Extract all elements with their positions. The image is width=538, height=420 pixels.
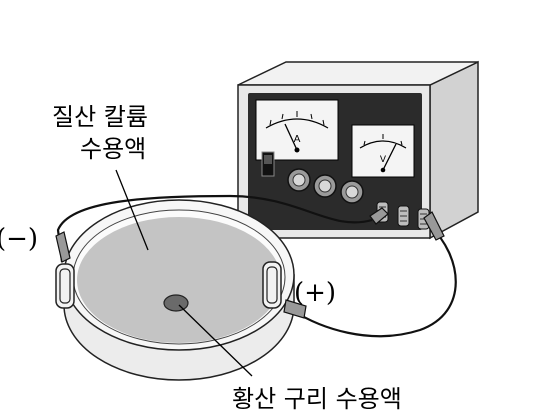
kno3-leader-line (115, 169, 149, 251)
power-supply: A V (237, 60, 479, 240)
ammeter: A (255, 99, 339, 161)
kno3-solution (77, 217, 281, 343)
voltmeter-unit-label: V (380, 155, 387, 165)
knob-2 (313, 174, 337, 198)
knob-1 (287, 168, 311, 192)
power-switch (261, 151, 275, 177)
right-clip (262, 261, 282, 309)
positive-wire (291, 225, 457, 338)
knob-3 (340, 180, 364, 204)
voltmeter: V (351, 124, 415, 178)
petri-dish (63, 199, 295, 381)
cuso4-label: 황산 구리 수용액 (232, 385, 402, 413)
positive-sign-label: (+) (294, 278, 337, 308)
terminal-2 (397, 205, 410, 227)
ammeter-unit-label: A (294, 134, 301, 145)
kno3-label-line1: 질산 칼륨 (52, 103, 148, 131)
left-clip (55, 263, 75, 309)
cuso4-drop (163, 294, 189, 312)
negative-wire (56, 194, 373, 263)
kno3-label-line2: 수용액 (80, 135, 147, 163)
negative-sign-label: (−) (0, 224, 39, 254)
cuso4-leader-line (178, 304, 253, 377)
